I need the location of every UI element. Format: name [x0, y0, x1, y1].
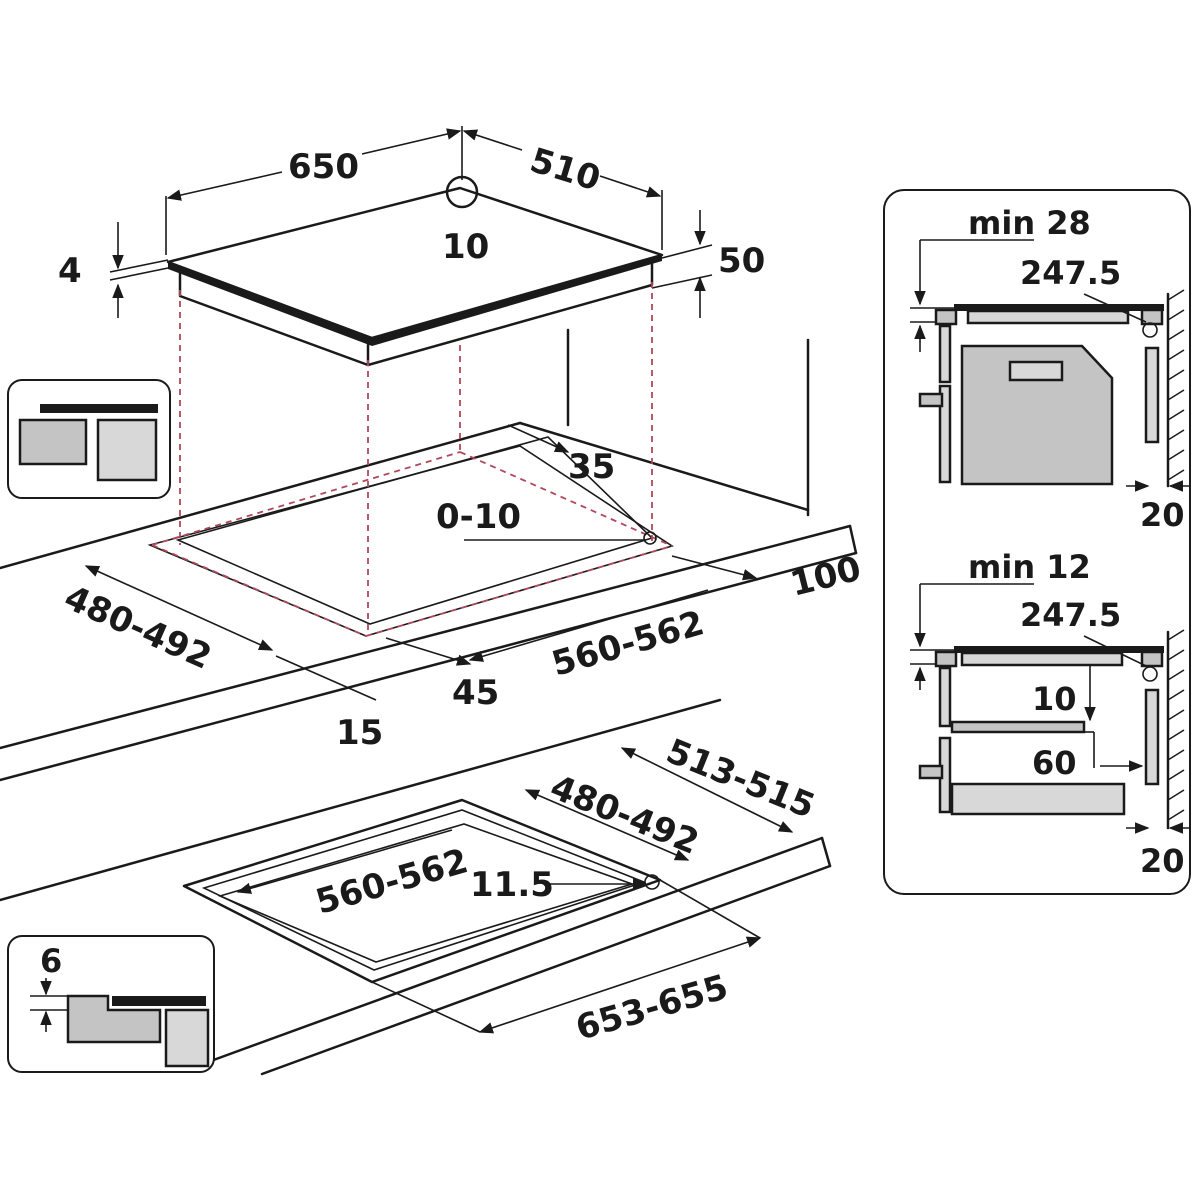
hob-width-label: 650	[288, 147, 359, 187]
worktop-flush	[0, 282, 858, 782]
oven-offset-label: 247.5	[1020, 254, 1121, 292]
edge-tolerance-label: 0-10	[436, 497, 521, 537]
hob-dimensions	[109, 126, 713, 318]
recessed-dimensions	[236, 747, 794, 1034]
drawer-detail	[910, 583, 1190, 834]
front-clearance-label: 45	[452, 673, 499, 713]
hob-drawing	[166, 175, 664, 367]
flush-detail-inset	[7, 379, 171, 499]
corner-radius-label: 10	[442, 227, 489, 267]
hob-glass-edge	[168, 255, 662, 346]
recess-radius-label: 11.5	[470, 865, 554, 905]
shelf-offset-label: 60	[1032, 744, 1077, 782]
recess-depth-label: 6	[40, 942, 62, 980]
cutout-depth-label: 480-492	[58, 578, 217, 678]
side-clearance-label: 100	[787, 549, 866, 605]
cutout-width-label: 560-562	[547, 603, 708, 684]
back-clearance-label: 35	[568, 447, 615, 487]
body-height-label: 50	[718, 241, 765, 281]
drawer-min-label: min 12	[968, 548, 1091, 586]
oven-wall-gap-label: 20	[1140, 496, 1185, 534]
inner-depth-label: 480-492	[545, 767, 705, 863]
drawer-offset-label: 247.5	[1020, 596, 1121, 634]
drawer-wall-gap-label: 20	[1140, 842, 1185, 880]
hob-glass-top	[166, 186, 664, 340]
inner-width-label: 560-562	[311, 841, 472, 922]
hob-depth-label: 510	[525, 140, 605, 199]
oven-min-label: min 28	[968, 204, 1091, 242]
shelf-gap-label: 10	[1032, 680, 1077, 718]
glass-thickness-label: 4	[58, 251, 82, 291]
flush-dimensions	[84, 424, 758, 701]
side-detail-panel	[883, 189, 1191, 895]
oven-detail	[910, 239, 1190, 492]
recessed-detail-inset	[7, 935, 215, 1073]
outer-width-label: 653-655	[571, 967, 732, 1048]
front-edge-label: 15	[336, 713, 383, 753]
